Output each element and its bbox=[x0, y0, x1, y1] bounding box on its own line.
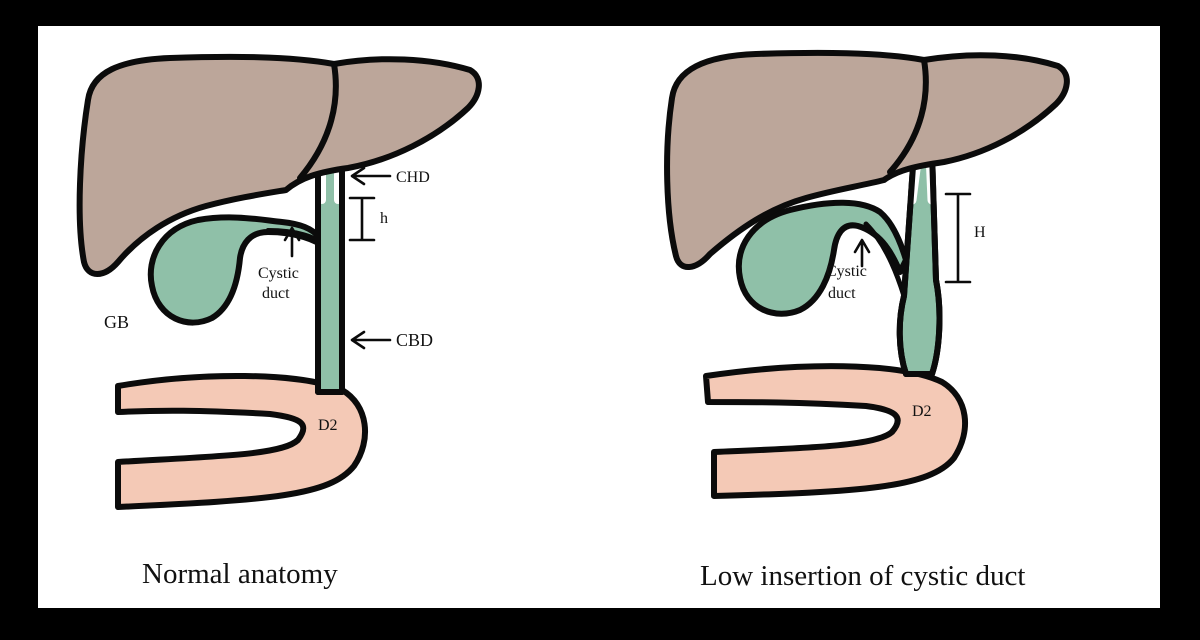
right-cystic-arrow bbox=[853, 238, 871, 268]
label-d2-right: D2 bbox=[912, 403, 932, 420]
left-anatomy bbox=[76, 53, 482, 510]
label-h: h bbox=[380, 210, 388, 227]
cbd-arrow bbox=[350, 330, 392, 350]
label-cystic-right-1: Cystic bbox=[826, 263, 867, 280]
H-bracket bbox=[944, 192, 972, 284]
right-gallbladder bbox=[735, 199, 909, 317]
chd-arrow bbox=[350, 166, 392, 186]
left-duodenum bbox=[115, 372, 369, 510]
left-cbd-outline bbox=[315, 147, 345, 395]
label-cbd: CBD bbox=[396, 330, 433, 350]
label-gb: GB bbox=[104, 312, 129, 332]
label-d2-left: D2 bbox=[318, 417, 338, 434]
labels: CHD h Cystic duct GB CBD D2 H Cystic duc… bbox=[104, 169, 986, 434]
left-liver bbox=[76, 53, 482, 277]
right-liver bbox=[664, 49, 1070, 270]
h-bracket bbox=[348, 196, 376, 242]
right-duodenum bbox=[703, 363, 969, 499]
right-anatomy bbox=[664, 49, 1070, 499]
label-H: H bbox=[974, 224, 986, 241]
label-cystic-right-2: duct bbox=[828, 285, 856, 302]
label-cystic-left-1: Cystic bbox=[258, 265, 299, 282]
left-liver-lobe-line bbox=[297, 61, 339, 181]
left-cystic-arrow bbox=[283, 226, 301, 258]
right-cystic-duct bbox=[863, 221, 907, 299]
right-liver-lobe-line bbox=[887, 57, 929, 175]
left-gallbladder bbox=[147, 214, 329, 326]
right-cbd-outline bbox=[896, 149, 943, 377]
annotation-marks bbox=[283, 166, 972, 350]
label-cystic-left-2: duct bbox=[262, 285, 290, 302]
caption-low-insertion: Low insertion of cystic duct bbox=[700, 560, 1026, 592]
label-chd: CHD bbox=[396, 169, 430, 186]
caption-normal-anatomy: Normal anatomy bbox=[142, 558, 338, 590]
